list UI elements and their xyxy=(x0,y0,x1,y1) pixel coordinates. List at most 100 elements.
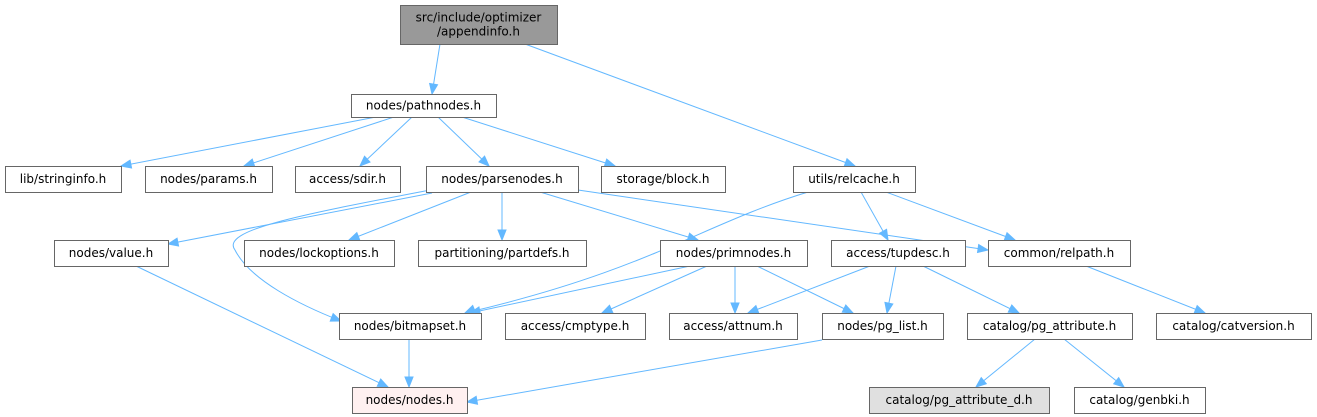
node-stringinfo[interactable]: lib/stringinfo.h xyxy=(5,166,122,193)
node-label: utils/relcache.h xyxy=(808,172,900,186)
node-pg_attribute[interactable]: catalog/pg_attribute.h xyxy=(967,313,1133,340)
edge-parsenodes-to-primnodes xyxy=(539,191,700,242)
node-label: catalog/pg_attribute.h xyxy=(983,319,1116,333)
node-tupdesc[interactable]: access/tupdesc.h xyxy=(831,240,966,267)
node-genbki[interactable]: catalog/genbki.h xyxy=(1074,387,1206,414)
node-label: nodes/pathnodes.h xyxy=(366,99,481,113)
arrowhead-icon xyxy=(404,376,414,389)
node-bitmapset[interactable]: nodes/bitmapset.h xyxy=(339,313,482,340)
node-catversion[interactable]: catalog/catversion.h xyxy=(1156,313,1312,340)
node-box xyxy=(145,166,273,193)
node-label: access/attnum.h xyxy=(683,319,783,333)
node-box xyxy=(400,5,558,45)
edge-line xyxy=(539,191,699,241)
edge-appendinfo-to-relcache xyxy=(524,43,857,167)
arrowhead-icon xyxy=(428,82,439,96)
node-box xyxy=(339,313,482,340)
node-label: nodes/parsenodes.h xyxy=(441,172,562,186)
node-label: catalog/pg_attribute_d.h xyxy=(886,393,1033,407)
edge-line xyxy=(348,191,472,241)
node-label: access/tupdesc.h xyxy=(846,246,950,260)
edge-primnodes-to-bitmapset xyxy=(468,265,691,316)
edge-bitmapset-to-nodes xyxy=(404,339,414,389)
arrowhead-icon xyxy=(746,304,760,314)
edge-pathnodes-to-params xyxy=(242,116,395,168)
node-params[interactable]: nodes/params.h xyxy=(145,166,273,193)
edge-line xyxy=(359,116,413,167)
arrowhead-icon xyxy=(884,301,894,315)
node-partdefs[interactable]: partitioning/partdefs.h xyxy=(418,240,587,267)
node-box xyxy=(505,313,646,340)
arrowhead-icon xyxy=(1193,304,1207,314)
arrowhead-icon xyxy=(730,302,740,315)
edge-appendinfo-to-pathnodes xyxy=(428,43,441,96)
node-box xyxy=(54,240,169,267)
edge-primnodes-to-attnum xyxy=(730,266,740,315)
edge-value-to-nodes xyxy=(135,265,390,388)
edge-line xyxy=(922,265,1020,314)
arrowhead-icon xyxy=(497,229,507,242)
node-sdir[interactable]: access/sdir.h xyxy=(295,166,401,193)
edge-parsenodes-to-partdefs xyxy=(497,192,507,242)
edge-line xyxy=(469,265,691,314)
node-label: nodes/params.h xyxy=(160,172,257,186)
arrowhead-icon xyxy=(242,158,256,168)
node-attnum[interactable]: access/attnum.h xyxy=(669,313,798,340)
edge-pathnodes-to-parsenodes xyxy=(437,116,490,167)
edges-layer xyxy=(119,43,1207,405)
node-box xyxy=(669,313,798,340)
node-label: common/relpath.h xyxy=(1004,246,1114,260)
arrowhead-icon xyxy=(359,155,371,167)
node-relpath[interactable]: common/relpath.h xyxy=(988,240,1131,267)
arrowhead-icon xyxy=(347,231,361,241)
node-pathnodes[interactable]: nodes/pathnodes.h xyxy=(351,94,497,118)
edge-primnodes-to-cmptype xyxy=(600,265,708,314)
arrowhead-icon xyxy=(1007,304,1021,314)
node-label: lib/stringinfo.h xyxy=(20,172,107,186)
edge-tupdesc-to-pg_list xyxy=(884,265,897,315)
node-box xyxy=(831,240,966,267)
node-label: catalog/catversion.h xyxy=(1172,319,1294,333)
node-box xyxy=(295,166,401,193)
node-label: nodes/nodes.h xyxy=(366,393,454,407)
edge-pg_attribute-to-pg_attribute_d xyxy=(974,338,1036,388)
edge-relpath-to-catversion xyxy=(1085,265,1207,314)
node-label: catalog/genbki.h xyxy=(1089,393,1189,407)
node-lockoptions[interactable]: nodes/lockoptions.h xyxy=(244,240,395,267)
arrowhead-icon xyxy=(329,312,343,322)
node-nodes[interactable]: nodes/nodes.h xyxy=(352,387,468,414)
node-cmptype[interactable]: access/cmptype.h xyxy=(505,313,646,340)
edge-parsenodes-to-value xyxy=(166,192,433,247)
node-primnodes[interactable]: nodes/primnodes.h xyxy=(660,240,808,267)
node-appendinfo[interactable]: src/include/optimizer/appendinfo.h xyxy=(400,5,558,45)
edge-relcache-to-tupdesc xyxy=(860,191,889,242)
node-label: access/cmptype.h xyxy=(521,319,630,333)
edge-tupdesc-to-attnum xyxy=(746,265,871,314)
edge-line xyxy=(747,265,871,314)
edge-line xyxy=(167,192,433,245)
node-label: storage/block.h xyxy=(617,172,710,186)
edge-pathnodes-to-sdir xyxy=(359,116,413,167)
edge-line xyxy=(524,43,856,167)
node-label: nodes/primnodes.h xyxy=(676,246,791,260)
node-pg_list[interactable]: nodes/pg_list.h xyxy=(822,313,944,340)
node-box xyxy=(418,240,587,267)
nodes-layer: src/include/optimizer/appendinfo.h nodes/… xyxy=(5,5,1312,414)
node-label: access/sdir.h xyxy=(309,172,386,186)
arrowhead-icon xyxy=(603,158,617,168)
node-parsenodes[interactable]: nodes/parsenodes.h xyxy=(426,166,579,193)
edge-line xyxy=(437,116,490,167)
node-value[interactable]: nodes/value.h xyxy=(54,240,169,267)
node-box xyxy=(660,240,808,267)
node-relcache[interactable]: utils/relcache.h xyxy=(793,166,916,193)
node-block[interactable]: storage/block.h xyxy=(601,166,726,193)
edge-parsenodes-to-lockoptions xyxy=(347,191,472,241)
node-box xyxy=(822,313,944,340)
node-box xyxy=(793,166,916,193)
node-box xyxy=(426,166,579,193)
node-box xyxy=(244,240,395,267)
node-box xyxy=(1156,313,1312,340)
arrowhead-icon xyxy=(166,237,180,247)
node-pg_attribute_d[interactable]: catalog/pg_attribute_d.h xyxy=(869,387,1050,414)
